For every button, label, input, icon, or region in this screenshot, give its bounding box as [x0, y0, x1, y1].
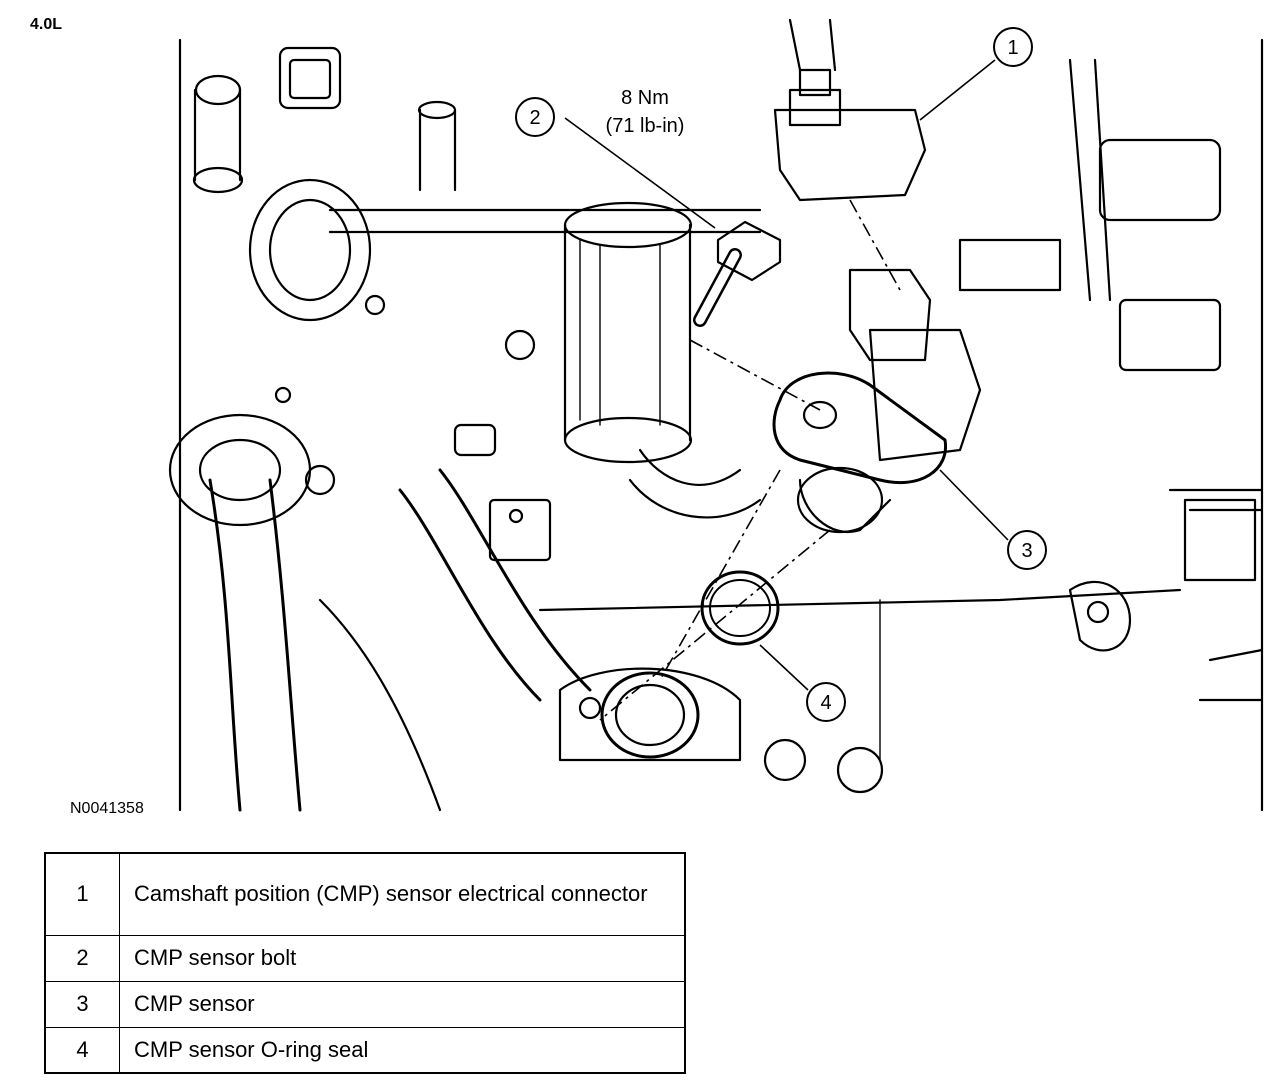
legend-num: 2	[44, 934, 120, 982]
legend-desc: CMP sensor	[119, 980, 686, 1028]
legend-desc: CMP sensor O-ring seal	[119, 1026, 686, 1074]
callout-2-label: 2	[529, 107, 540, 129]
callout-1-label: 1	[1007, 37, 1018, 59]
legend-desc: Camshaft position (CMP) sensor electrica…	[119, 852, 686, 936]
legend-num: 3	[44, 980, 120, 1028]
callout-2-circle	[515, 97, 555, 137]
legend-row: 3 CMP sensor	[44, 980, 686, 1028]
torque-nm: 8 Nm	[621, 87, 669, 109]
torque-spec: 8 Nm (71 lb-in)	[575, 84, 715, 140]
engine-label: 4.0L	[30, 16, 63, 33]
legend-row: 4 CMP sensor O-ring seal	[44, 1026, 686, 1074]
callout-1-circle	[993, 27, 1033, 67]
callout-3-circle	[1007, 530, 1047, 570]
legend-row: 1 Camshaft position (CMP) sensor electri…	[44, 852, 686, 936]
torque-lbin: (71 lb-in)	[605, 115, 685, 137]
figure-id: N0041358	[70, 800, 144, 817]
engine-illustration: 1 2 3 4	[168, 18, 1264, 812]
callout-4-label: 4	[820, 692, 831, 714]
legend-row: 2 CMP sensor bolt	[44, 934, 686, 982]
legend-desc: CMP sensor bolt	[119, 934, 686, 982]
callout-3-label: 3	[1021, 540, 1032, 562]
callout-4-circle	[806, 682, 846, 722]
legend-num: 4	[44, 1026, 120, 1074]
legend-num: 1	[44, 852, 120, 936]
legend-table: 1 Camshaft position (CMP) sensor electri…	[44, 852, 686, 1074]
